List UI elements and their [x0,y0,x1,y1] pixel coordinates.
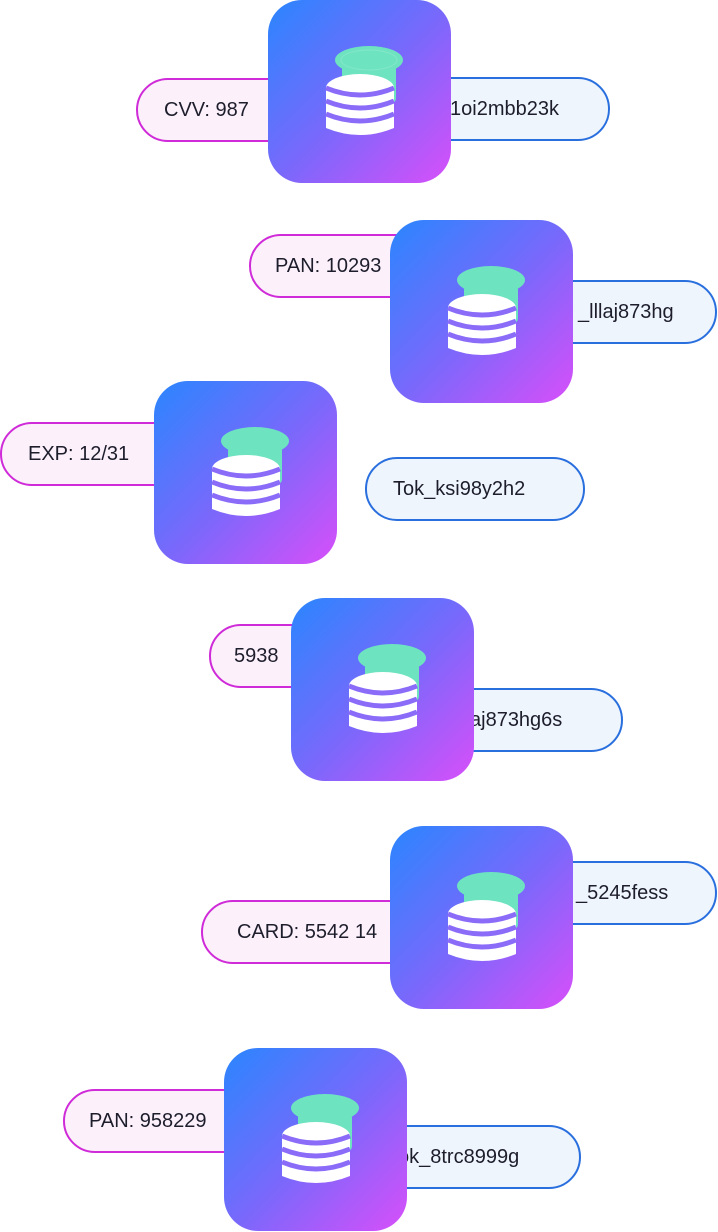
token-pill: _lllaj873hg [530,280,717,344]
token-label: Tok_ksi98y2h2 [393,477,526,500]
token-label: ok_8trc8999g [398,1145,520,1168]
sensitive-data-label: PAN: 958229 [89,1109,207,1132]
sensitive-data-label: CVV: 987 [164,98,249,121]
sensitive-data-label: PAN: 10293 [275,254,382,277]
database-coins-icon [210,426,289,516]
tokenizer-tile [390,826,573,1009]
sensitive-data-label: CARD: 5542 14 [237,920,378,943]
tokenizer-tile [390,220,573,403]
tokenizer-tile [224,1048,407,1231]
token-label: _lllaj873hg [578,300,674,323]
sensitive-data-label: 5938 [234,644,279,667]
database-coins-icon [347,643,426,733]
tokenizer-tile [268,0,451,183]
database-coins-icon [446,871,525,961]
tokenizer-tile [291,598,474,781]
token-label: 1oi2mbb23k [450,97,559,120]
database-coins-icon [446,265,525,355]
database-coins-icon [280,1093,359,1183]
database-coins-icon [324,45,403,135]
token-label: _5245fess [576,881,669,904]
token-label: aj873hg6s [470,708,563,731]
sensitive-data-label: EXP: 12/31 [28,442,130,465]
token-pill: Tok_ksi98y2h2 [365,457,585,521]
tokenizer-tile [154,381,337,564]
